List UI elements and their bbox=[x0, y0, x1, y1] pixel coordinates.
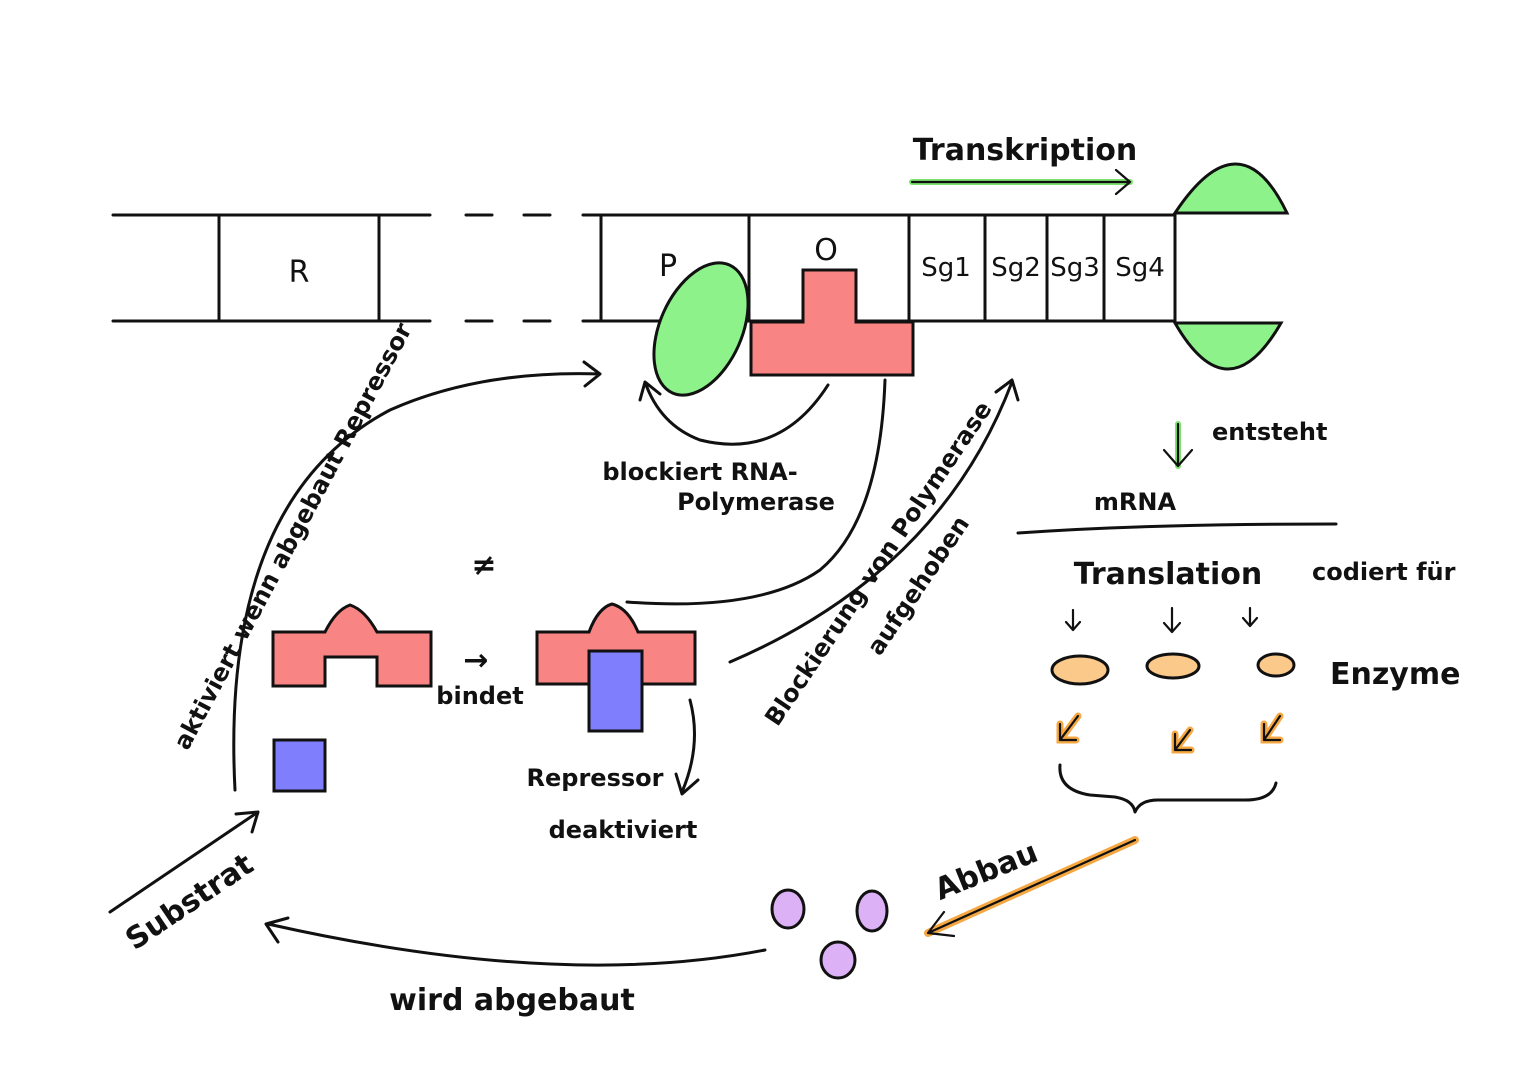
bound-substrate bbox=[587, 649, 644, 733]
blockiert-arrow bbox=[638, 380, 830, 446]
rna-polymerase-top bbox=[1172, 162, 1290, 215]
product-molecule bbox=[855, 889, 889, 933]
aktiviert-label: aktiviert wenn abgebaut Repressor bbox=[168, 318, 418, 754]
product-molecule bbox=[819, 940, 857, 980]
entsteht-arrow bbox=[1162, 421, 1194, 469]
inactive-repressor bbox=[535, 602, 697, 686]
blockiert-label-1: blockiert RNA- bbox=[602, 458, 797, 486]
transcription-arrow bbox=[909, 168, 1133, 196]
abbau-arrow bbox=[924, 836, 1139, 938]
repressor-on-operator bbox=[749, 268, 915, 377]
enzyme-arrows bbox=[1056, 712, 1284, 754]
substrat-arrow bbox=[108, 810, 260, 914]
promoter-label: P bbox=[659, 249, 677, 284]
not-equal-sign: ≠ bbox=[471, 548, 496, 583]
repressor-release-curve bbox=[625, 378, 887, 606]
rna-polymerase bbox=[652, 261, 750, 397]
binding-arrow: → bbox=[463, 643, 488, 678]
gene-label-sg3: Sg3 bbox=[1050, 253, 1100, 283]
blockierung-aufgehoben-arrow bbox=[728, 378, 1020, 664]
gene-label-sg1: Sg1 bbox=[921, 253, 971, 283]
translation-label: Translation bbox=[1074, 557, 1263, 592]
product-molecule bbox=[770, 888, 806, 930]
mrna-label: mRNA bbox=[1094, 488, 1177, 516]
enzyme-label: Enzyme bbox=[1330, 657, 1460, 692]
rna-polymerase-bottom bbox=[1172, 321, 1284, 371]
operator-label: O bbox=[814, 233, 838, 268]
enzyme bbox=[1256, 652, 1296, 678]
translation-arrows bbox=[1064, 606, 1259, 634]
substrat-label: Substrat bbox=[119, 847, 260, 958]
codiert-fuer-label: codiert für bbox=[1312, 558, 1456, 586]
entsteht-label: entsteht bbox=[1212, 418, 1327, 446]
wird-abgebaut-arrow bbox=[264, 916, 767, 967]
regulator-gene-label: R bbox=[289, 255, 310, 290]
gene-label-sg2: Sg2 bbox=[991, 253, 1041, 283]
repressor-label-1: Repressor bbox=[527, 764, 664, 792]
enzyme bbox=[1145, 652, 1201, 680]
wird-abgebaut-label: wird abgebaut bbox=[389, 983, 635, 1018]
transcription-label: Transkription bbox=[913, 133, 1138, 168]
active-repressor bbox=[271, 603, 433, 688]
enzymes-brace bbox=[1058, 763, 1278, 814]
aktiviert-arrow bbox=[232, 360, 602, 792]
substrate-molecule bbox=[272, 738, 327, 793]
gene-label-sg4: Sg4 bbox=[1115, 253, 1165, 283]
dna-strand bbox=[111, 213, 1177, 323]
blockiert-label-2: Polymerase bbox=[677, 488, 835, 516]
enzyme bbox=[1050, 654, 1110, 686]
bindet-label: bindet bbox=[436, 682, 523, 710]
deaktiviert-arrow bbox=[674, 698, 700, 796]
mrna-strand bbox=[1016, 522, 1338, 535]
abbau-label: Abbau bbox=[930, 835, 1043, 908]
repressor-label-2: deaktiviert bbox=[549, 816, 698, 844]
